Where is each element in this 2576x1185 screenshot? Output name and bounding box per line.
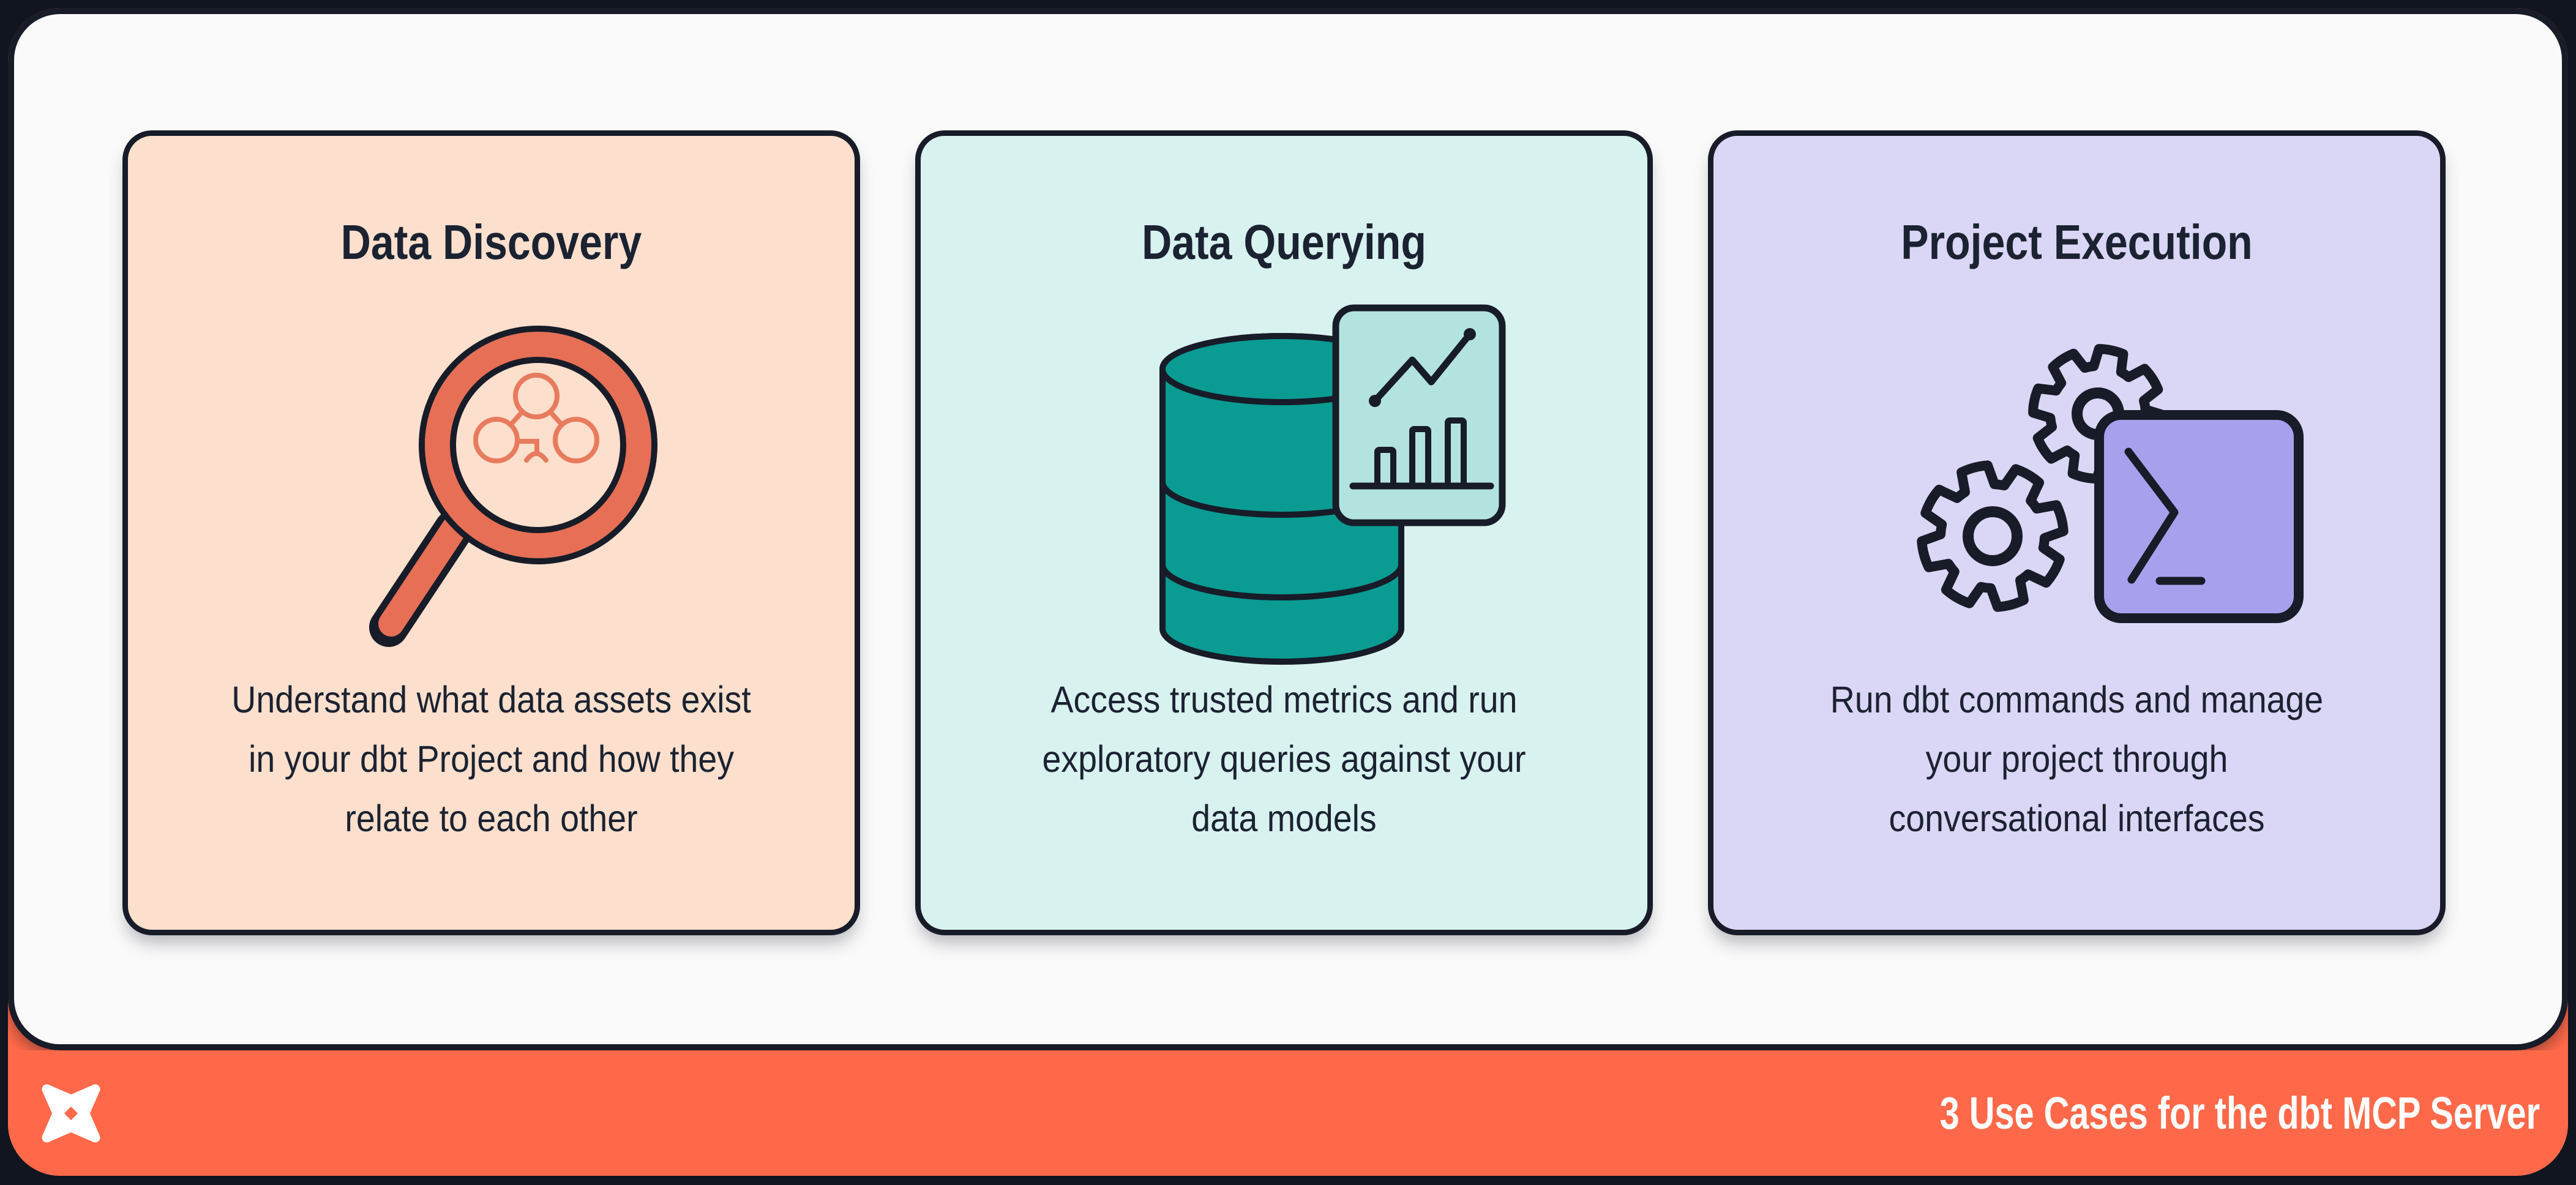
dbt-logo — [37, 1079, 105, 1148]
card-body-line: conversational interfaces — [1889, 798, 2265, 839]
card-project-execution: Project Execution — [1708, 130, 2446, 935]
card-description: Access trusted metrics and run explorato… — [953, 670, 1614, 848]
card-body-line: Run dbt commands and manage — [1830, 679, 2324, 720]
card-data-discovery: Data Discovery — [122, 130, 860, 935]
footer-bar: 3 Use Cases for the dbt MCP Server — [8, 1050, 2568, 1176]
content-panel: Data Discovery — [8, 8, 2568, 1050]
card-body-line: exploratory queries against your — [1042, 738, 1526, 780]
gear-icon — [1917, 460, 2069, 612]
magnifier-lineage-icon — [342, 287, 722, 667]
page: Data Discovery — [8, 8, 2568, 1176]
card-title: Data Discovery — [340, 215, 642, 269]
footer-caption: 3 Use Cases for the dbt MCP Server — [1939, 1088, 2540, 1138]
card-body-line: relate to each other — [345, 798, 638, 839]
card-data-querying: Data Querying — [915, 130, 1653, 935]
card-title: Data Querying — [1142, 215, 1426, 269]
card-body-line: your project through — [1925, 738, 2228, 780]
card-body-line: in your dbt Project and how they — [248, 738, 735, 780]
gears-terminal-icon — [1897, 287, 2313, 691]
card-body-line: Access trusted metrics and run — [1050, 679, 1518, 720]
database-analytics-icon — [1144, 275, 1548, 679]
card-description: Run dbt commands and manage your project… — [1746, 670, 2407, 848]
card-description: Understand what data assets exist in you… — [160, 670, 822, 848]
card-title: Project Execution — [1901, 215, 2253, 269]
card-body-line: data models — [1191, 798, 1377, 839]
terminal-icon — [2094, 410, 2304, 623]
card-body-line: Understand what data assets exist — [231, 679, 751, 720]
